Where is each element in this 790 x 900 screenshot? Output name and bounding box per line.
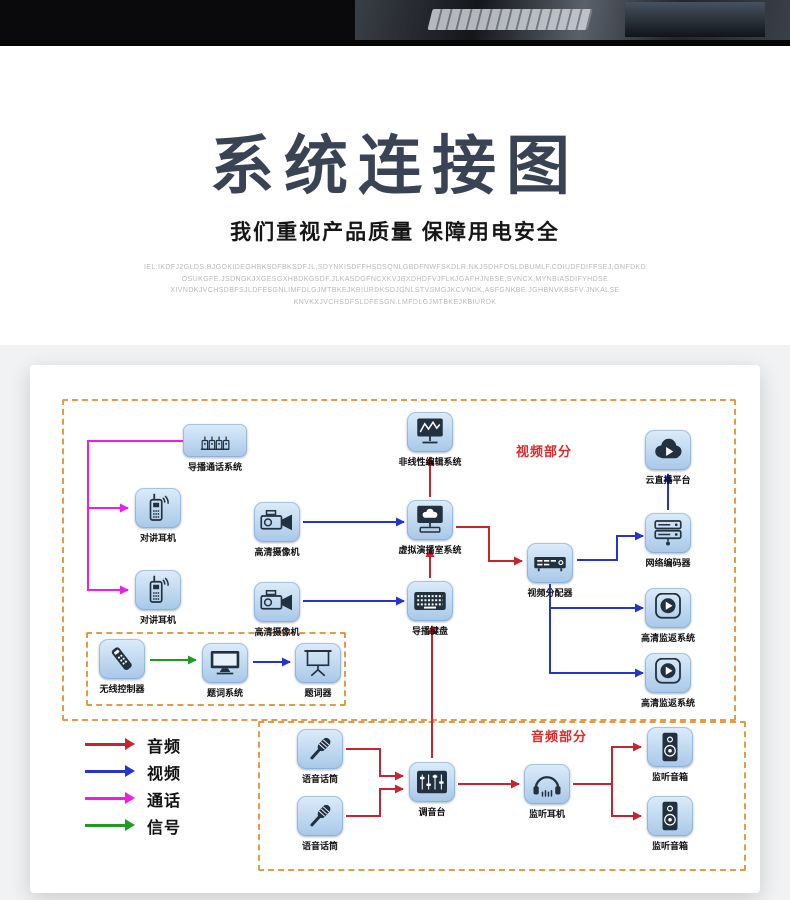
monitor-icon [202, 643, 248, 683]
audio-mixer-icon [409, 762, 455, 802]
node-hd-monitor-return-1: 高清监返系统 [633, 588, 703, 644]
node-audio-mixer: 调音台 [397, 762, 467, 818]
node-monitor-speaker-1: 监听音箱 [635, 727, 705, 783]
legend-label: 信号 [147, 819, 182, 837]
node-label: 导播键盘 [411, 626, 448, 636]
node-label: 监听耳机 [528, 809, 565, 819]
node-wireless-controller: 无线控制器 [87, 639, 157, 695]
walkie-talkie-icon [135, 488, 181, 528]
walkie-talkie-icon [135, 570, 181, 610]
fine-print-line: XIVNDKJVCHSDBFSJLDFESGNLIMFDLGJMTBKEJKBI… [170, 287, 620, 295]
node-monitor-speaker-2: 监听音箱 [635, 796, 705, 852]
page-subtitle: 我们重视产品质量 保障用电安全 [230, 221, 560, 244]
node-director-keyboard: 导播键盘 [395, 581, 465, 637]
prompter-subsection-box [86, 632, 346, 706]
hero-panel-fragment [625, 2, 765, 37]
node-label: 无线控制器 [99, 684, 145, 694]
legend-row-video: 视频 [85, 758, 181, 785]
hero-bottom-strip [0, 40, 790, 46]
legend: 音频 视频 通话 信号 [85, 731, 181, 839]
node-label: 对讲耳机 [139, 533, 176, 543]
video-distributor-icon [527, 543, 573, 583]
video-section-label: 视频部分 [516, 444, 573, 459]
node-label: 监听音箱 [651, 772, 688, 782]
video-section-box [62, 399, 736, 721]
node-label: 高清监返系统 [640, 633, 695, 643]
node-nonlinear-editing: 非线性编辑系统 [395, 412, 465, 468]
headphones-icon [524, 764, 570, 804]
node-intercom-system: 导播通话系统 [180, 424, 250, 473]
node-hd-camera-2: 高清摄像机 [242, 582, 312, 638]
projection-screen-icon [295, 643, 341, 683]
legend-row-audio: 音频 [85, 731, 181, 758]
audio-arrow-icon [85, 738, 135, 750]
node-label: 云直播平台 [645, 475, 691, 485]
hero-keyboard-fragment [427, 9, 593, 30]
fine-print: IEL:IKDFJ2GLDS.BJGOKIDEGHBKSDFBKSDFJL,SD… [0, 262, 790, 308]
signal-arrow-icon [85, 819, 135, 831]
audio-section-box [258, 721, 746, 871]
node-intercom-headset-2: 对讲耳机 [123, 570, 193, 626]
legend-label: 通话 [147, 792, 182, 810]
call-arrow-icon [85, 792, 135, 804]
fine-print-line: OSUKGFE.JSDNGKJXGESGXHBDKGSDF.JLKASDGFNC… [181, 275, 609, 283]
play-monitor-icon [645, 653, 691, 693]
cloud-play-icon [645, 430, 691, 470]
node-intercom-headset-1: 对讲耳机 [123, 488, 193, 544]
node-label: 导播通话系统 [187, 462, 242, 472]
node-voice-microphone-2: 语音话筒 [285, 796, 355, 852]
node-voice-microphone-1: 语音话筒 [285, 729, 355, 785]
node-cloud-live-platform: 云直播平台 [633, 430, 703, 486]
legend-label: 视频 [147, 765, 182, 783]
play-monitor-icon [645, 588, 691, 628]
audio-section-label: 音频部分 [531, 729, 588, 744]
page-title: 系统连接图 [210, 130, 580, 202]
node-label: 高清摄像机 [254, 547, 300, 557]
remote-control-icon [99, 639, 145, 679]
legend-row-call: 通话 [85, 785, 181, 812]
node-label: 高清监返系统 [640, 698, 695, 708]
node-teleprompter-system: 题词系统 [190, 643, 260, 699]
node-video-distributor: 视频分配器 [515, 543, 585, 599]
legend-row-signal: 信号 [85, 812, 181, 839]
node-hd-monitor-return-2: 高清监返系统 [633, 653, 703, 709]
video-arrow-icon [85, 765, 135, 777]
video-camera-icon [254, 582, 300, 622]
node-network-encoder: 网络编码器 [633, 513, 703, 569]
speaker-icon [647, 796, 693, 836]
node-label: 调音台 [418, 807, 446, 817]
node-label: 语音话筒 [301, 774, 338, 784]
intercom-system-icon [183, 424, 247, 457]
video-camera-icon [254, 502, 300, 542]
node-label: 高清摄像机 [254, 627, 300, 637]
network-encoder-icon [645, 513, 691, 553]
monitor-cloud-icon [407, 500, 453, 540]
microphone-icon [297, 729, 343, 769]
node-label: 非线性编辑系统 [398, 457, 462, 467]
node-hd-camera-1: 高清摄像机 [242, 502, 312, 558]
hero-banner-image [0, 0, 790, 46]
node-virtual-studio: 虚拟演播室系统 [395, 500, 465, 556]
keyboard-icon [407, 581, 453, 621]
node-label: 监听音箱 [651, 841, 688, 851]
node-label: 对讲耳机 [139, 615, 176, 625]
fine-print-line: KNVKXJVCHSDFSLDFESGN.LMFDLGJMTBKEJKBIURD… [293, 298, 497, 306]
speaker-icon [647, 727, 693, 767]
node-monitor-headphones: 监听耳机 [512, 764, 582, 820]
node-label: 题词系统 [206, 688, 243, 698]
node-teleprompter: 题词器 [283, 643, 353, 699]
node-label: 语音话筒 [301, 841, 338, 851]
microphone-icon [297, 796, 343, 836]
legend-label: 音频 [147, 738, 182, 756]
node-label: 视频分配器 [527, 588, 573, 598]
title-block: 系统连接图 我们重视产品质量 保障用电安全 IEL:IKDFJ2GLDS.BJG… [0, 126, 790, 308]
node-label: 虚拟演播室系统 [398, 545, 462, 555]
monitor-waveform-icon [407, 412, 453, 452]
node-label: 网络编码器 [645, 558, 691, 568]
fine-print-line: IEL:IKDFJ2GLDS.BJGOKIDEGHBKSDFBKSDFJL,SD… [143, 264, 647, 271]
node-label: 题词器 [304, 688, 332, 698]
